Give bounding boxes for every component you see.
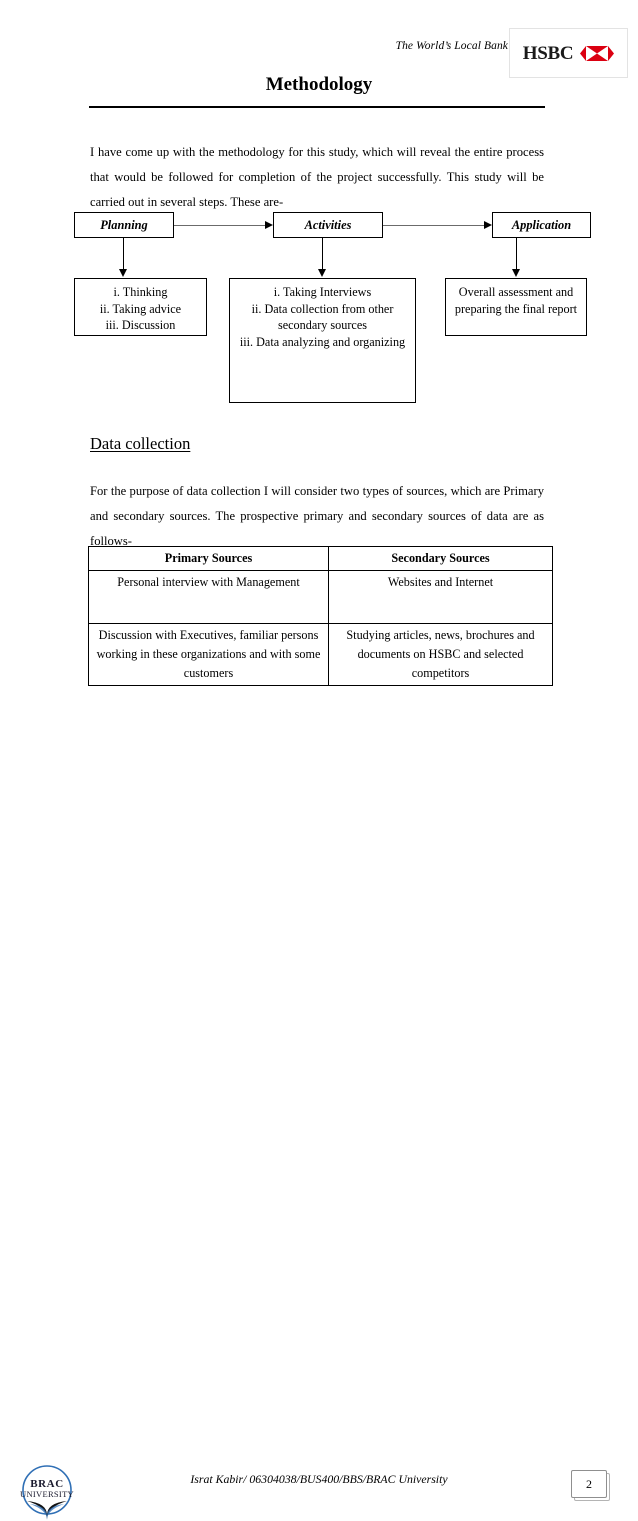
table-row: Personal interview with Management Websi… [88, 570, 553, 624]
document-footer: BRAC UNIVERSITY Israt Kabir/ 06304038/BU… [0, 728, 638, 1520]
flow-arrowhead-down-2 [318, 269, 326, 277]
flow-connector-planning-to-activities [174, 225, 265, 226]
table-header-primary: Primary Sources [88, 546, 329, 571]
flow-arrowhead-down-3 [512, 269, 520, 277]
hsbc-logo: HSBC [509, 28, 628, 78]
flow-connector-down-planning [123, 238, 124, 271]
flow-connector-down-activities [322, 238, 323, 271]
flow-arrowhead-right-1 [265, 221, 273, 229]
section-paragraph: For the purpose of data collection I wil… [90, 483, 544, 548]
table-header-secondary: Secondary Sources [328, 546, 553, 571]
flow-detail-application: Overall assessment and preparing the fin… [445, 278, 587, 336]
table-cell-primary-2: Discussion with Executives, familiar per… [88, 623, 329, 686]
section-heading-data-collection: Data collection [90, 434, 191, 453]
page-number-box: 2 [571, 1470, 610, 1501]
flow-stage-application-label: Application [511, 217, 572, 232]
flow-connector-activities-to-application [383, 225, 484, 226]
hsbc-wordmark-text: HSBC [522, 42, 574, 64]
document-header: The World’s Local Bank HSBC [0, 14, 638, 78]
page-number-frame: 2 [571, 1470, 607, 1498]
methodology-flowchart: Planning Activities Application i. Think… [0, 205, 638, 405]
table-cell-secondary-2: Studying articles, news, brochures and d… [328, 623, 553, 686]
sources-table: Primary Sources Secondary Sources Person… [88, 546, 553, 686]
table-cell-secondary-1: Websites and Internet [328, 570, 553, 624]
page-title: Methodology [265, 74, 373, 95]
flow-stage-activities: Activities [273, 212, 383, 238]
flow-stage-planning-label: Planning [100, 217, 148, 232]
footer-text: Israt Kabir/ 06304038/BUS400/BBS/BRAC Un… [190, 1472, 448, 1486]
table-row: Discussion with Executives, familiar per… [88, 623, 553, 686]
table-header-row: Primary Sources Secondary Sources [88, 546, 553, 571]
flow-arrowhead-down-1 [119, 269, 127, 277]
page-number-value: 2 [586, 1476, 592, 1491]
flow-stage-application: Application [492, 212, 591, 238]
title-divider [89, 106, 545, 108]
hsbc-hexagon-icon [580, 45, 615, 61]
intro-paragraph: I have come up with the methodology for … [90, 144, 544, 209]
table-cell-primary-1: Personal interview with Management [88, 570, 329, 624]
svg-text:UNIVERSITY: UNIVERSITY [20, 1489, 74, 1499]
hsbc-tagline: The World’s Local Bank [395, 40, 508, 52]
flow-arrowhead-right-2 [484, 221, 492, 229]
flow-detail-application-text: Overall assessment and preparing the fin… [454, 285, 578, 316]
flow-connector-down-application [516, 238, 517, 271]
flow-stage-activities-label: Activities [304, 217, 352, 232]
flow-stage-planning: Planning [74, 212, 174, 238]
